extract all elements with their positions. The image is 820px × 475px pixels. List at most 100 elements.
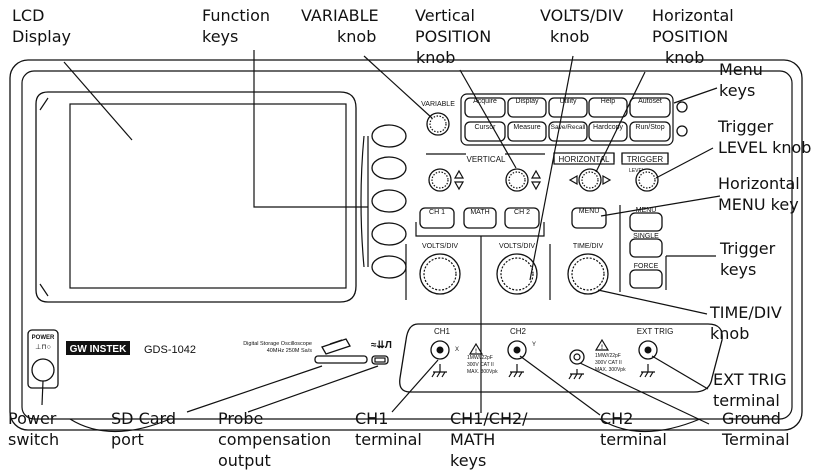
ground-symbol-icon [639,364,655,378]
svg-text:CH 2: CH 2 [514,209,530,216]
svg-text:MENU: MENU [579,208,600,215]
svg-text:!: ! [601,345,603,351]
svg-text:!: ! [475,349,477,355]
svg-text:Measure: Measure [513,124,540,131]
function-key-5[interactable] [371,255,407,279]
ch1-volts-div-label: VOLTS/DIV [422,243,458,250]
ground-symbol-icon [508,364,524,378]
level-label: LEVEL [629,168,645,174]
function-key-2[interactable] [371,156,407,180]
svg-text:X: X [455,347,459,353]
ground-symbol-icon [568,369,584,380]
power-switch[interactable] [31,358,55,382]
model-number: GDS-1042 [144,344,196,356]
ch2-label: CH2 [510,327,527,336]
left-arrow-icon [568,174,578,186]
ext-spec-2: 300V CAT II [595,360,622,366]
trigger-menu-button[interactable] [629,212,663,232]
horizontal-menu-button[interactable] [571,207,607,229]
svg-text:Autoset: Autoset [638,98,662,105]
measure-button[interactable] [507,121,547,142]
ground-symbol-icon [431,364,447,378]
probe-waveform-icon: ≈⇊Л [371,340,392,351]
math-button[interactable] [463,207,497,229]
ch1-label: CH1 [434,327,451,336]
time-div-knob[interactable] [567,253,609,295]
ch2-button[interactable] [504,207,540,229]
svg-text:MENU: MENU [636,207,657,214]
up-down-arrows-icon [530,169,542,191]
function-keys [360,124,407,279]
variable-label: VARIABLE [421,101,455,108]
run-stop-button[interactable] [629,121,671,142]
svg-text:GW INSTEK: GW INSTEK [70,344,127,355]
leader-lines [41,50,721,425]
single-button[interactable] [629,238,663,258]
svg-text:Run/Stop: Run/Stop [635,124,664,131]
svg-text:CH 1: CH 1 [429,209,445,216]
ch1-volts-div-knob[interactable] [419,253,461,295]
ch1-button[interactable] [419,207,455,229]
ext-spec-1: 1MW//22pF [595,353,621,359]
function-key-4[interactable] [371,222,407,246]
sd-card-port[interactable] [314,338,368,364]
svg-text:Save/Recall: Save/Recall [551,124,586,131]
force-button[interactable] [629,269,663,289]
model-specs: 40MHz 250M Sa/s [267,348,312,354]
svg-text:SINGLE: SINGLE [633,233,659,240]
svg-text:Hardcopy: Hardcopy [593,124,623,131]
svg-text:Y: Y [532,342,536,348]
time-div-label: TIME/DIV [573,243,604,250]
brand-logo [66,341,130,355]
ground-terminal[interactable] [569,349,585,365]
lcd-display [35,91,357,303]
svg-text:Cursor: Cursor [474,124,496,131]
vertical-label: VERTICAL [467,155,507,164]
function-key-1[interactable] [371,124,407,148]
svg-text:Utility: Utility [559,98,577,105]
right-arrow-icon [602,174,612,186]
svg-text:FORCE: FORCE [634,263,659,270]
save-recall-button[interactable] [548,121,588,142]
function-key-3[interactable] [371,189,407,213]
acquire-button[interactable] [464,97,506,118]
up-down-arrows-icon [453,169,465,191]
model-description: Digital Storage Oscilloscope [243,341,312,347]
cursor-button[interactable] [464,121,506,142]
warning-icon [594,338,610,351]
svg-text:Acquire: Acquire [473,98,497,105]
ext-trig-label: EXT TRIG [637,327,674,336]
trigger-label: TRIGGER [627,155,664,164]
utility-button[interactable] [548,97,588,118]
hardcopy-button[interactable] [588,121,628,142]
display-button[interactable] [507,97,547,118]
ch-spec-3: MAX. 300Vpk [467,369,498,375]
autoset-button[interactable] [629,97,671,118]
ch2-volts-div-knob[interactable] [496,253,538,295]
ch-spec-1: 1MW//22pF [467,355,493,361]
warning-icon [468,342,484,355]
svg-text:Help: Help [601,98,616,105]
ch2-volts-div-label: VOLTS/DIV [499,243,535,250]
power-label: POWER [32,335,55,341]
probe-compensation-output[interactable] [371,355,389,365]
